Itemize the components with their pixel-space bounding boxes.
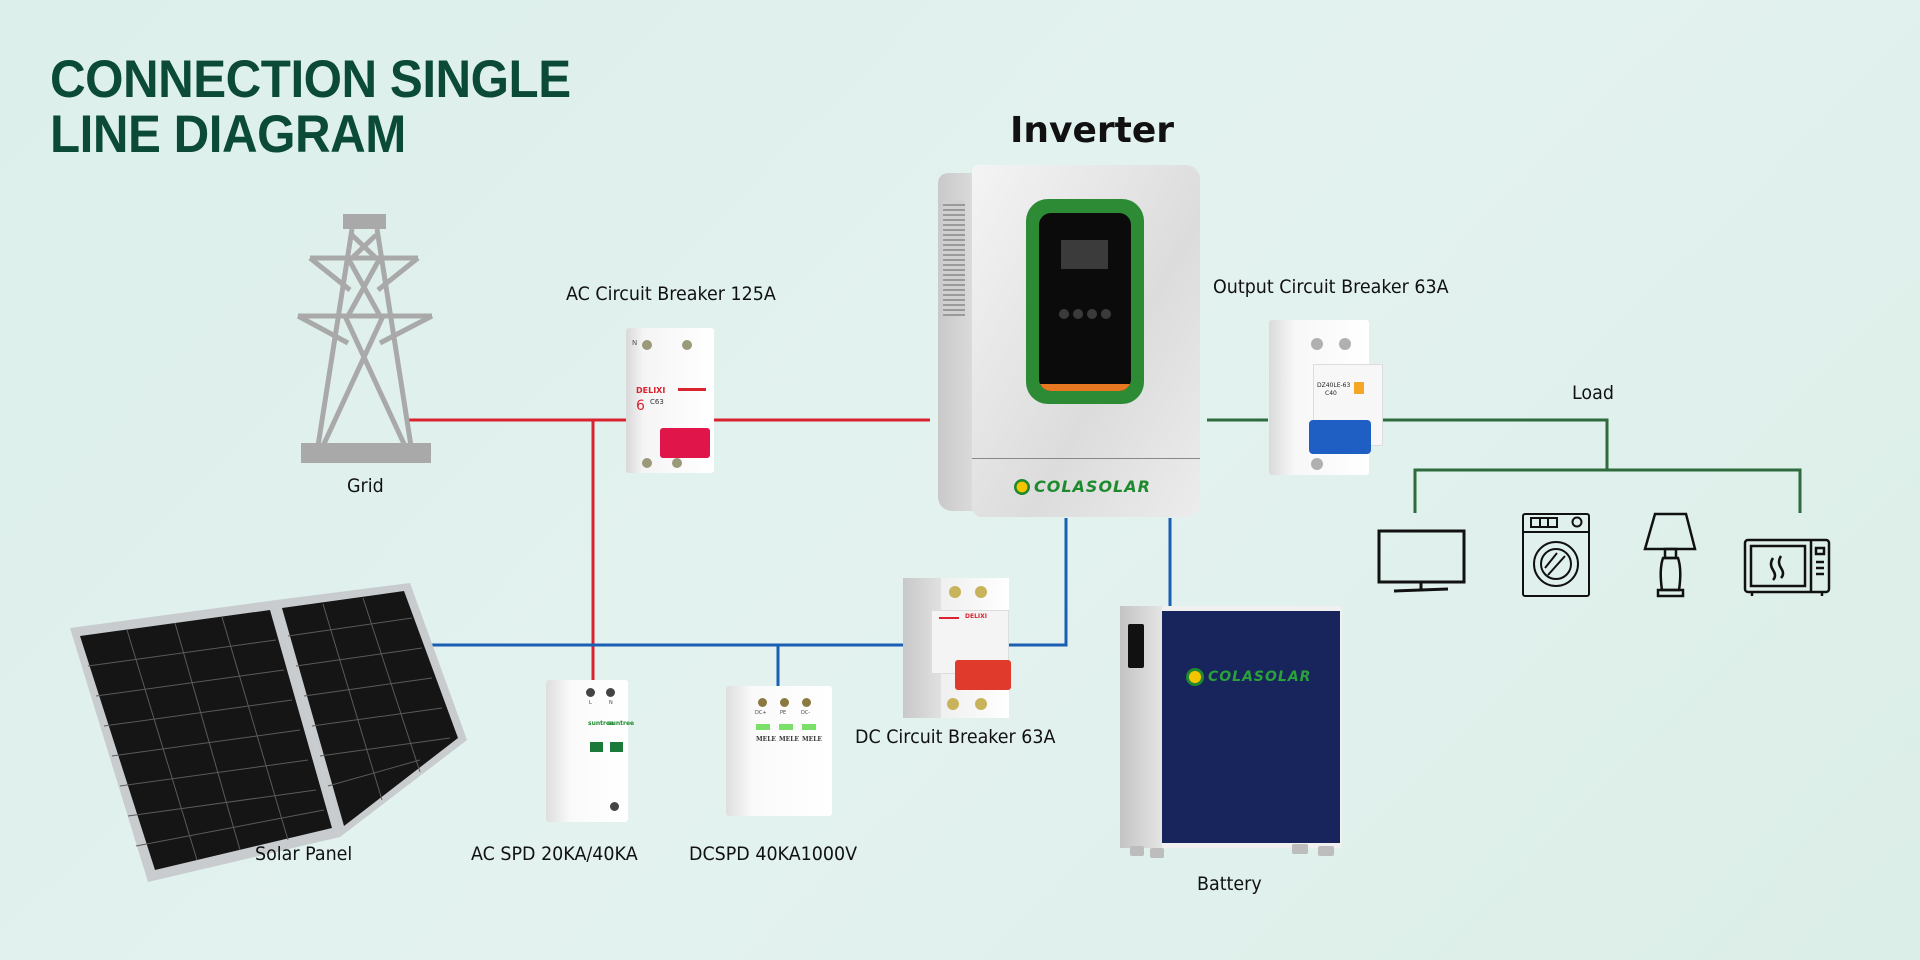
spd-brand: MELE	[756, 736, 777, 743]
breaker-brand: DELIXI	[965, 613, 987, 620]
breaker-toggle	[955, 660, 1011, 690]
output-circuit-breaker: DZ40LE-63 C40	[1269, 320, 1384, 475]
battery-logo: COLASOLAR	[1186, 668, 1311, 686]
page-title: CONNECTION SINGLE LINE DIAGRAM	[50, 52, 610, 162]
load-wires	[1207, 418, 1802, 513]
ac-breaker-label: AC Circuit Breaker 125A	[566, 283, 776, 305]
dc-circuit-breaker: DELIXI	[903, 578, 1016, 718]
pv-to-inverter-wire	[432, 518, 1068, 647]
terminal-label: DC+	[755, 710, 767, 716]
terminal-label: L	[589, 700, 592, 706]
title-line-2: LINE DIAGRAM	[50, 105, 406, 164]
battery-brand: COLASOLAR	[1208, 669, 1312, 685]
ac-surge-protector: L N suntree suntree	[546, 680, 634, 822]
spd-brand: MELE	[779, 736, 800, 743]
terminal-label: PE	[780, 710, 787, 716]
battery-label: Battery	[1197, 873, 1262, 895]
lcd-screen	[1061, 240, 1108, 269]
caster-wheel	[1318, 846, 1334, 856]
ac-circuit-breaker: N DELIXI 6 C63	[626, 328, 714, 473]
inverter-brand: COLASOLAR	[1034, 477, 1151, 496]
tv-icon	[1377, 529, 1466, 593]
inverter-unit: COLASOLAR	[938, 165, 1200, 517]
sun-emblem-icon	[1014, 478, 1030, 495]
breaker-toggle	[1309, 420, 1371, 454]
battery-front-panel	[1162, 611, 1340, 843]
caster-wheel	[1130, 846, 1144, 856]
breaker-brand: DELIXI	[636, 386, 666, 395]
caster-wheel	[1292, 844, 1308, 854]
transmission-tower-icon	[296, 214, 434, 463]
inverter-label: Inverter	[1010, 110, 1175, 151]
microwave-icon	[1743, 538, 1831, 596]
breaker-mark: 6	[636, 398, 645, 414]
breaker-rating: C40	[1325, 390, 1337, 397]
output-breaker-label: Output Circuit Breaker 63A	[1213, 276, 1449, 298]
terminal-label: N	[632, 339, 638, 347]
breaker-toggle	[660, 428, 710, 458]
grid-label: Grid	[347, 475, 384, 497]
ac-spd-label: AC SPD 20KA/40KA	[471, 843, 638, 865]
battery-unit: COLASOLAR	[1120, 606, 1342, 858]
dc-spd-label: DCSPD 40KA1000V	[689, 843, 858, 865]
vent-grille	[943, 201, 965, 316]
breaker-model: DZ40LE-63	[1317, 382, 1351, 389]
inverter-logo: COLASOLAR	[1014, 477, 1151, 496]
load-bus-wire	[1413, 468, 1802, 513]
spd-brand: MELE	[802, 736, 823, 743]
dc-breaker-label: DC Circuit Breaker 63A	[855, 726, 1056, 748]
display-panel	[1039, 213, 1131, 391]
output-to-load-wire	[1383, 418, 1609, 470]
lamp-icon	[1643, 512, 1697, 598]
breaker-rating: C63	[650, 398, 664, 406]
dc-surge-protector: DC+ PE DC- MELE MELE MELE	[726, 686, 832, 816]
solar-panel-label: Solar Panel	[255, 843, 353, 865]
solar-panel-image	[70, 583, 467, 882]
terminal-label: N	[609, 700, 613, 706]
load-label: Load	[1572, 382, 1614, 404]
dc-wires	[432, 518, 1172, 686]
spd-brand: suntree	[608, 720, 635, 727]
washing-machine-icon	[1522, 513, 1590, 597]
battery-switch-panel	[1128, 624, 1144, 668]
test-button	[1354, 382, 1364, 394]
terminal-label: DC-	[801, 710, 811, 716]
caster-wheel	[1150, 848, 1164, 858]
spd-brand: suntree	[588, 720, 615, 727]
sun-emblem-icon	[1186, 668, 1204, 686]
title-line-1: CONNECTION SINGLE	[50, 50, 571, 109]
